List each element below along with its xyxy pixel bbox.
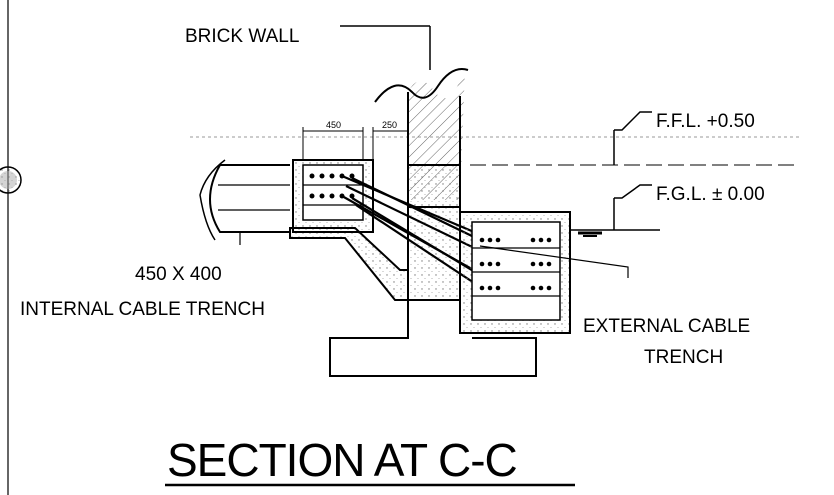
- internal-trench-size-label: 450 X 400: [135, 264, 222, 285]
- external-cable-trench: [459, 211, 571, 334]
- dimension-250-label: 250: [382, 120, 397, 130]
- slab-break-line: [199, 159, 290, 241]
- ffl-level-marker: [613, 111, 652, 165]
- ground-line: [570, 229, 660, 237]
- stamp-mark: [0, 166, 22, 194]
- fgl-level-marker: [613, 184, 652, 230]
- fgl-label: F.G.L. ± 0.00: [656, 184, 765, 205]
- dimension-marks: [302, 127, 408, 160]
- dimension-450-label: 450: [326, 120, 341, 130]
- ffl-label: F.F.L. +0.50: [656, 111, 755, 132]
- external-trench-label-line1: EXTERNAL CABLE: [583, 316, 750, 337]
- brick-wall-label: BRICK WALL: [185, 26, 299, 47]
- internal-trench-name-label: INTERNAL CABLE TRENCH: [20, 299, 265, 320]
- internal-cable-trench: [292, 159, 374, 233]
- footing: [329, 300, 537, 377]
- external-trench-leader: [479, 245, 629, 278]
- external-trench-label-line2: TRENCH: [644, 347, 723, 368]
- section-title: SECTION AT C-C: [167, 434, 517, 486]
